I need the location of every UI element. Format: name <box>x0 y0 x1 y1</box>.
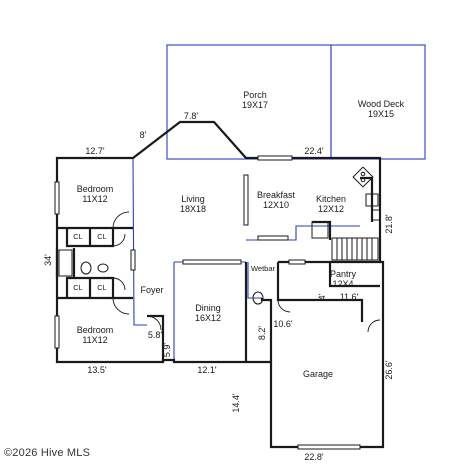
room-size: 11X12 <box>82 194 108 204</box>
range-icon <box>352 166 374 188</box>
wood-deck-label: Wood Deck 19X15 <box>358 99 404 119</box>
appliance <box>365 193 379 207</box>
copyright-watermark: ©2026 Hive MLS <box>4 447 91 459</box>
room-name: Living <box>181 194 205 204</box>
window <box>182 259 242 265</box>
porch-label: Porch 19X17 <box>242 90 268 110</box>
room-name: Bedroom <box>76 325 114 335</box>
room-size: 19X15 <box>367 109 395 119</box>
window <box>54 181 60 215</box>
room-name: Porch <box>243 90 267 100</box>
door-swing <box>367 319 381 333</box>
dimension-label: 22.8' <box>304 452 324 462</box>
window <box>257 235 289 241</box>
dimension-label: 26.6' <box>384 360 394 380</box>
sink <box>97 263 109 273</box>
sink-counter <box>311 221 329 239</box>
living-outline <box>132 157 147 326</box>
door-swing <box>112 297 130 315</box>
room-size: 12X10 <box>262 200 290 210</box>
dimension-label: 7.8' <box>183 111 199 121</box>
bathtub <box>58 249 73 277</box>
room-name: Pantry <box>329 269 357 279</box>
garage-label: Garage <box>303 369 333 379</box>
door-swing <box>112 211 130 229</box>
dimension-label: 14.4' <box>231 393 241 413</box>
room-size: 12X12 <box>317 204 345 214</box>
breakfast-label: Breakfast 12X10 <box>257 190 295 210</box>
wetbar-label: Wetbar <box>250 264 276 273</box>
dimension-label: 22.4' <box>304 146 324 156</box>
window <box>243 174 249 226</box>
dining-label: Dining 16X12 <box>195 303 221 323</box>
door-swing <box>146 315 162 331</box>
living-label: Living 18X18 <box>180 194 206 214</box>
dimension-label: 12.7' <box>85 146 105 156</box>
door-swing <box>277 299 291 313</box>
window <box>54 315 60 349</box>
closet-label: CL <box>73 232 83 241</box>
closet-label: CL <box>97 232 107 241</box>
kitchen-label: Kitchen 12X12 <box>316 194 346 214</box>
garage-door <box>297 444 361 450</box>
room-name: Kitchen <box>315 194 347 204</box>
bedroom-1-label: Bedroom 11X12 <box>77 184 114 204</box>
appliance <box>371 209 381 221</box>
closet-walls <box>65 228 115 298</box>
door-swing <box>112 277 126 291</box>
toilet <box>80 261 92 275</box>
dimension-label: 12.1' <box>197 365 217 375</box>
bedroom-2-label: Bedroom 11X12 <box>77 325 114 345</box>
foyer-wall <box>147 314 165 362</box>
door-swing <box>112 233 126 247</box>
room-name: Garage <box>302 369 334 379</box>
window <box>257 155 293 161</box>
room-name: Foyer <box>140 285 164 295</box>
window <box>288 259 306 265</box>
room-name: Breakfast <box>256 190 296 200</box>
window <box>130 249 136 271</box>
dimension-label: 10.6' <box>273 319 293 329</box>
foyer-label: Foyer <box>140 285 163 295</box>
room-name: Dining <box>195 303 221 313</box>
room-size: 19X17 <box>241 100 269 110</box>
burner <box>360 177 366 183</box>
burner <box>360 171 366 177</box>
dimension-label: 5.8' <box>147 330 163 340</box>
room-size: 11X12 <box>82 335 108 345</box>
bedroom-wall <box>57 226 133 300</box>
room-name: Wood Deck <box>357 99 405 109</box>
dimension-label: 5.9' <box>162 342 172 358</box>
stairs <box>331 237 379 261</box>
garage-wall <box>260 298 364 362</box>
wetbar-outline <box>247 262 262 299</box>
room-name: Bedroom <box>76 184 114 194</box>
dimension-label: 34' <box>43 254 53 266</box>
dimension-label: 11.6' <box>339 292 359 302</box>
dimension-label: 8.2' <box>257 325 267 341</box>
toilet <box>252 291 264 305</box>
room-size: 18X18 <box>179 204 207 214</box>
dimension-label: 8' <box>139 130 147 140</box>
dimension-label: 4' <box>317 293 327 301</box>
dimension-label: 13.5' <box>87 365 107 375</box>
closet-label: CL <box>97 283 107 292</box>
pantry-label: Pantry 12X4 <box>330 269 356 289</box>
room-size: 12X4 <box>332 279 354 289</box>
bath-walls <box>55 248 76 278</box>
room-size: 16X12 <box>194 313 222 323</box>
closet-label: CL <box>73 283 83 292</box>
dimension-label: 21.8' <box>384 214 394 234</box>
